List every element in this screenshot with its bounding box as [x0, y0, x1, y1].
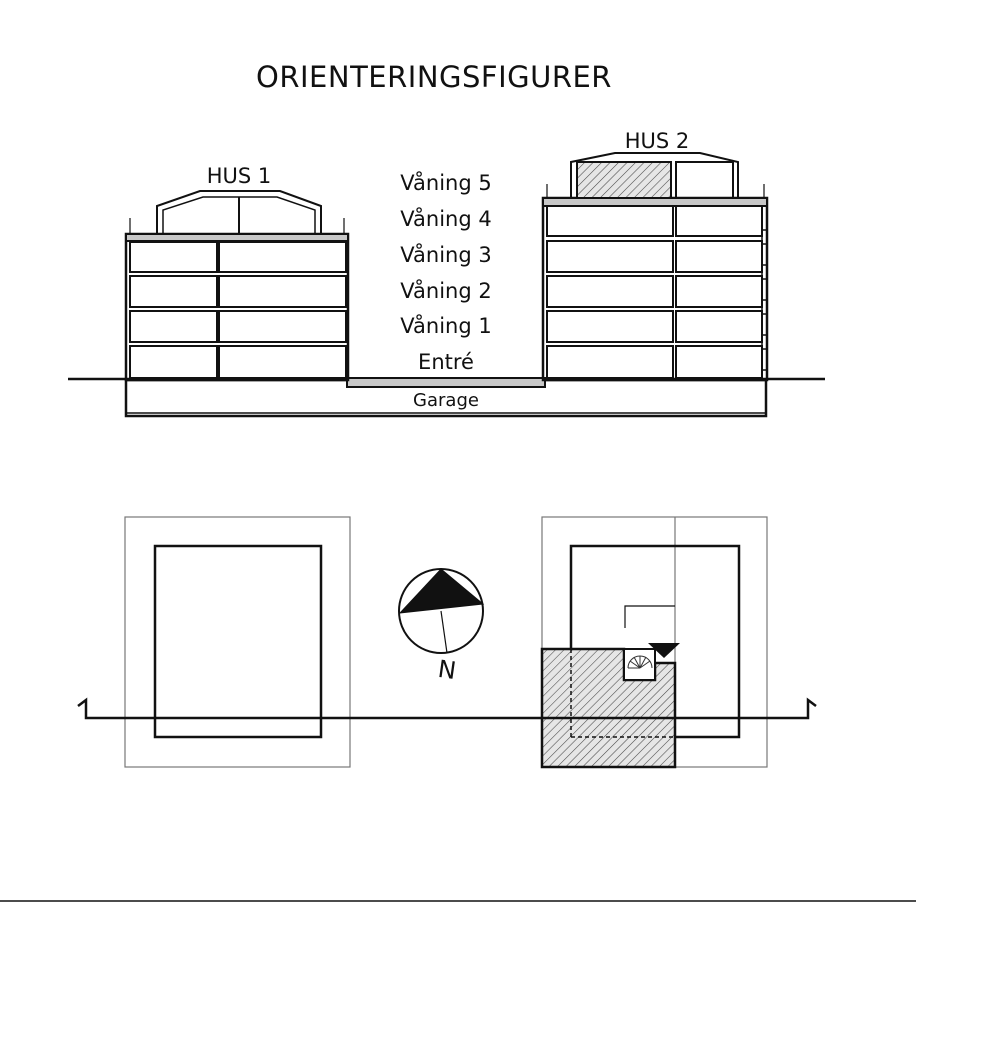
floor-label-2: Våning 2 — [400, 278, 491, 303]
house-1-section — [124, 190, 350, 382]
stair-symbol — [627, 655, 653, 669]
compass-icon — [398, 568, 485, 654]
floor-label-3: Våning 3 — [400, 242, 491, 267]
building-section — [68, 152, 825, 418]
entrance-arrow-icon — [648, 643, 680, 658]
house-1-label: HUS 1 — [207, 164, 272, 188]
house-2-label: HUS 2 — [625, 129, 690, 153]
floor-label-entre: Entré — [418, 350, 474, 374]
house-1-plot — [124, 516, 351, 768]
site-plan — [77, 516, 817, 769]
highlighted-apartment — [576, 161, 672, 199]
section-cut-line — [77, 697, 817, 720]
floor-label-4: Våning 4 — [400, 206, 491, 231]
floor-label-1: Våning 1 — [400, 313, 491, 338]
house-2-footprint — [569, 544, 741, 739]
compass-north-label: N — [436, 655, 458, 685]
page-title: ORIENTERINGSFIGURER — [256, 60, 612, 94]
house-2-section — [541, 152, 769, 382]
garage-label: Garage — [413, 390, 479, 411]
courtyard-slab — [346, 377, 546, 388]
house-1-footprint — [153, 544, 323, 739]
floor-label-5: Våning 5 — [400, 170, 491, 195]
